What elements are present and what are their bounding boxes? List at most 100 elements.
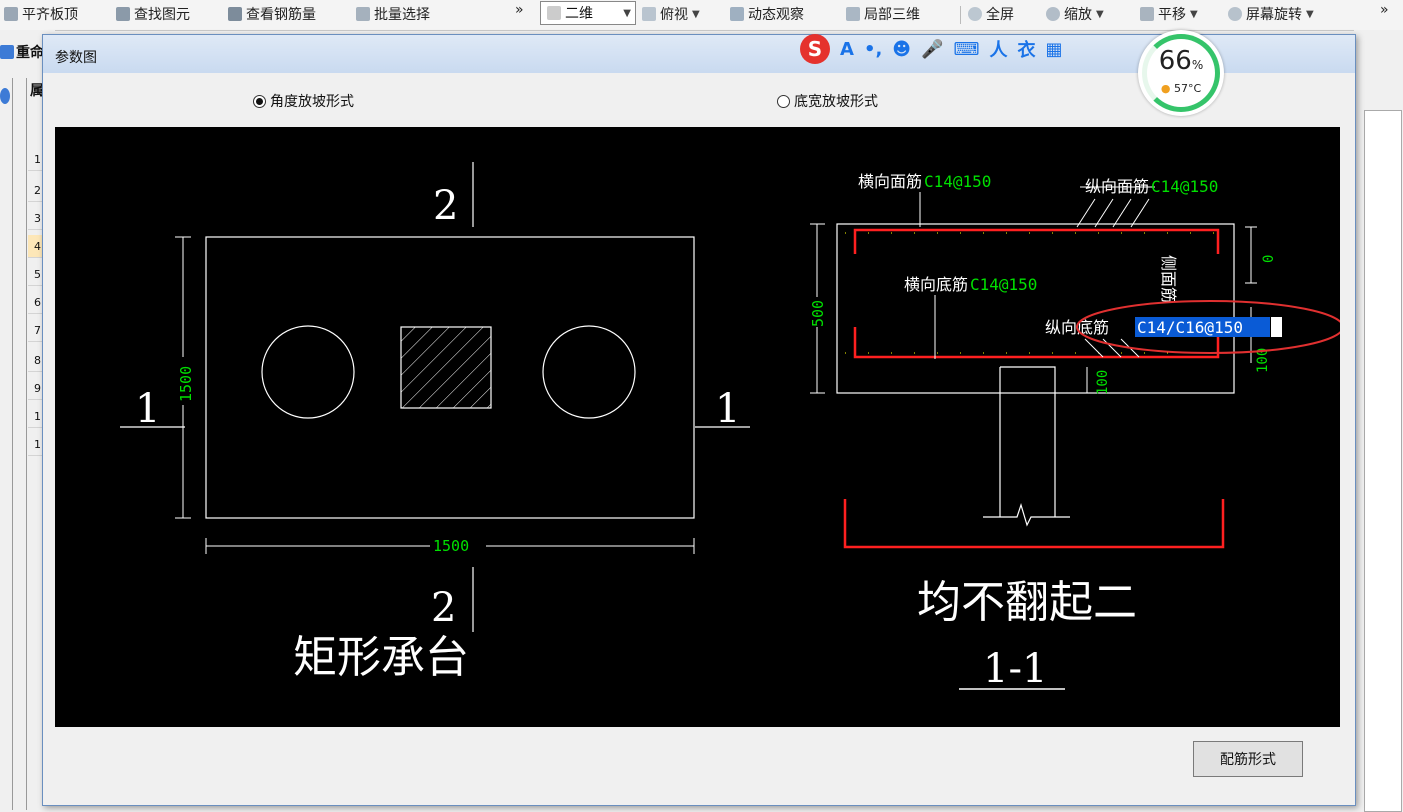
parameter-drawing-canvas[interactable]: 2 2 1 1 1500 1500 矩形承台 — [55, 127, 1340, 727]
pan-button[interactable]: 平移 ▼ — [1140, 4, 1198, 24]
main-toolbar: 平齐板顶 查找图元 查看钢筋量 批量选择 » 二维 ▼ 俯视 ▼ 动态观察 局部… — [0, 0, 1403, 31]
flush-slab-icon — [4, 7, 18, 21]
right-panel-content — [1364, 110, 1402, 812]
section-mark-bottom: 2 — [431, 585, 456, 631]
table-row[interactable]: 9 — [28, 377, 44, 400]
top-transverse-value[interactable]: C14@150 — [924, 172, 991, 191]
table-row[interactable]: 1 — [28, 405, 44, 428]
view-mode-select[interactable]: 二维 ▼ — [540, 1, 636, 25]
view-mode-icon — [547, 6, 561, 20]
dim-top-label: 0 — [1261, 255, 1277, 263]
ime-skin-icon[interactable]: 衣 — [1017, 40, 1036, 61]
gauge-temperature: ● 57°C — [1160, 82, 1202, 95]
right-panel — [1354, 30, 1403, 812]
ime-toolbar: S A •, ☻ 🎤 ⌨ 人 衣 ▦ — [800, 34, 1062, 64]
table-row[interactable]: 2 — [28, 179, 44, 202]
table-row[interactable]: 4 — [28, 235, 44, 258]
table-row[interactable]: 3 — [28, 207, 44, 230]
slope-mode-group: 角度放坡形式 底宽放坡形式 — [55, 75, 1340, 127]
dim-height-label: 500 — [809, 300, 827, 327]
batch-select-button[interactable]: 批量选择 — [356, 4, 430, 24]
parameter-dialog: 参数图 角度放坡形式 底宽放坡形式 — [42, 34, 1356, 806]
ime-punct-icon[interactable]: •, — [863, 38, 883, 60]
view-rebar-quantity-label: 查看钢筋量 — [246, 7, 316, 23]
overflow-glyph: » — [515, 2, 524, 18]
cpu-gauge-widget[interactable]: 66% ● 57°C — [1138, 30, 1224, 116]
highlight-annotation-ellipse — [1076, 300, 1340, 354]
rebar-form-button[interactable]: 配筋形式 — [1193, 741, 1303, 777]
screen-rotate-button[interactable]: 屏幕旋转 ▼ — [1228, 4, 1314, 24]
bottom-long-value-editing[interactable]: C14/C16@150 — [1137, 318, 1243, 337]
table-row[interactable]: 1 — [28, 433, 44, 456]
cad-drawing: 2 2 1 1 1500 1500 矩形承台 — [120, 162, 1340, 692]
dim-bottom-label: 100 — [1095, 370, 1111, 395]
dialog-titlebar[interactable]: 参数图 — [43, 35, 1355, 73]
section-name: 1-1 — [983, 646, 1047, 692]
local-3d-icon — [846, 7, 860, 21]
local-3d-label: 局部三维 — [864, 7, 920, 23]
flush-slab-top-button[interactable]: 平齐板顶 — [4, 4, 78, 24]
chevron-down-icon: ▼ — [1096, 8, 1104, 20]
radio-angle-slope[interactable]: 角度放坡形式 — [253, 91, 354, 111]
ime-lang-icon[interactable]: A — [840, 38, 854, 60]
rename-button[interactable]: 重命 — [0, 42, 44, 62]
find-element-label: 查找图元 — [134, 7, 190, 23]
text-selection-highlight — [1135, 317, 1270, 337]
section-mark-right: 1 — [715, 386, 740, 432]
screen-rotate-label: 屏幕旋转 — [1246, 7, 1302, 23]
bottom-rebar — [853, 327, 1220, 359]
ime-emoji-icon[interactable]: ☻ — [892, 38, 912, 60]
section-view: 500 0 100 100 横向面筋 C14@150 纵向面筋 C14@150 … — [807, 172, 1340, 692]
table-row[interactable]: 7 — [28, 319, 44, 342]
top-view-button[interactable]: 俯视 ▼ — [642, 4, 700, 24]
side-rebar-label: 侧面筋 — [1159, 255, 1178, 303]
sogou-logo-icon[interactable]: S — [800, 34, 830, 64]
local-3d-button[interactable]: 局部三维 — [846, 4, 920, 24]
zoom-label: 缩放 — [1064, 7, 1092, 23]
top-long-value[interactable]: C14@150 — [1151, 177, 1218, 196]
radio-checked-icon — [253, 94, 266, 108]
fullscreen-label: 全屏 — [986, 7, 1014, 23]
top-long-label: 纵向面筋 — [1085, 177, 1149, 196]
plan-caption: 矩形承台 — [293, 632, 469, 683]
ime-user-icon[interactable]: 人 — [989, 40, 1008, 61]
toolbar-overflow-chevron[interactable]: » — [515, 0, 524, 20]
properties-tab[interactable]: 属 — [30, 83, 44, 99]
dim-vertical-label: 1500 — [177, 366, 195, 402]
dim-horizontal-label: 1500 — [433, 537, 469, 555]
gauge-value: 66% — [1158, 46, 1204, 76]
section-caption: 均不翻起二 — [917, 577, 1137, 628]
dim-side-label: 100 — [1255, 348, 1271, 373]
find-element-button[interactable]: 查找图元 — [116, 4, 190, 24]
panel-divider — [26, 78, 27, 810]
radio-angle-label: 角度放坡形式 — [270, 94, 354, 110]
zoom-button[interactable]: 缩放 ▼ — [1046, 4, 1104, 24]
ime-keyboard-icon[interactable]: ⌨ — [953, 38, 980, 60]
view-rebar-quantity-button[interactable]: 查看钢筋量 — [228, 4, 316, 24]
radio-width-slope[interactable]: 底宽放坡形式 — [777, 91, 878, 111]
pan-label: 平移 — [1158, 7, 1186, 23]
top-view-label: 俯视 — [660, 7, 688, 23]
column-section — [400, 326, 492, 409]
detail-bracket — [843, 499, 1225, 549]
batch-select-icon — [356, 7, 370, 21]
pan-icon — [1140, 7, 1154, 21]
table-row[interactable]: 6 — [28, 291, 44, 314]
ime-grid-icon[interactable]: ▦ — [1045, 38, 1063, 60]
fullscreen-button[interactable]: 全屏 — [968, 4, 1014, 24]
radio-width-label: 底宽放坡形式 — [794, 94, 878, 110]
cap-outline — [205, 236, 695, 519]
break-line — [983, 503, 1070, 527]
table-row[interactable]: 1 — [28, 148, 44, 171]
dialog-title: 参数图 — [55, 50, 97, 66]
table-row[interactable]: 5 — [28, 263, 44, 286]
section-mark-left: 1 — [135, 386, 160, 432]
dynamic-observe-button[interactable]: 动态观察 — [730, 4, 804, 24]
bottom-transverse-value[interactable]: C14@150 — [970, 275, 1037, 294]
ime-mic-icon[interactable]: 🎤 — [921, 38, 944, 60]
chevron-down-icon: ▼ — [623, 7, 631, 19]
toolbar-overflow-chevron-right[interactable]: » — [1380, 0, 1389, 20]
cap-section-outline — [836, 223, 1235, 394]
table-row[interactable]: 8 — [28, 349, 44, 372]
rebar-form-label: 配筋形式 — [1220, 752, 1276, 768]
